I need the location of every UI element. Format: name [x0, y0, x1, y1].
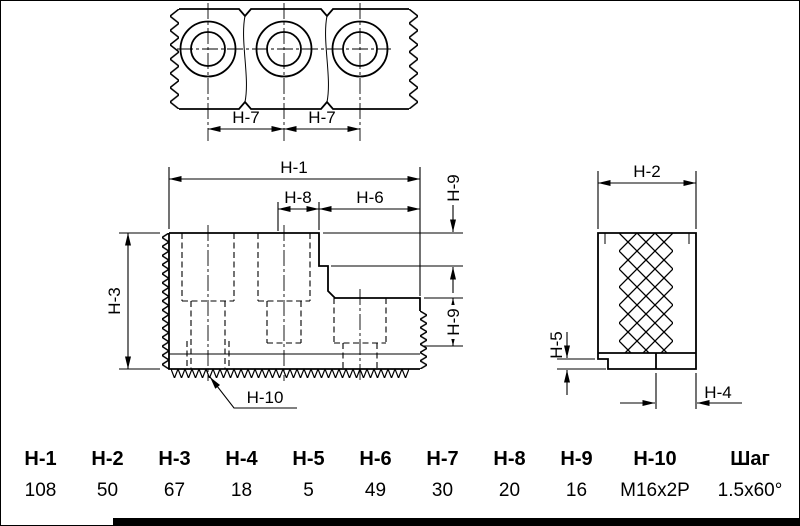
dim-value-h7: 30	[431, 480, 454, 501]
dim-col-header-h7: H-7	[426, 448, 459, 470]
dim-col-header-h6: H-6	[359, 448, 392, 470]
dim-label-h10: H-10	[247, 388, 284, 407]
serration-bottom-band	[171, 369, 409, 378]
serration-edge-left	[170, 9, 179, 109]
serration-front-edge	[162, 233, 169, 369]
dim-col-header-h9: H-9	[560, 448, 593, 470]
dim-value-h2: 50	[96, 480, 119, 501]
dim-h9-bottom: H-9	[424, 297, 463, 347]
dim-col-header-h5: H-5	[292, 448, 325, 470]
hidden-hole-2	[257, 233, 311, 344]
dim-col-header-h8: H-8	[493, 448, 526, 470]
dim-h3: H-3	[105, 232, 160, 370]
front-view	[162, 225, 427, 381]
dim-value-h9: 16	[565, 480, 588, 501]
dim-col-header-h2: H-2	[91, 448, 124, 470]
dim-value-h10: M16x2P	[620, 480, 690, 501]
dim-label-h4: H-4	[704, 383, 731, 402]
dim-value-h1: 108	[24, 480, 57, 501]
dim-label-h1: H-1	[280, 158, 307, 177]
dim-h8-h6: H-8 H-6	[277, 188, 420, 231]
dim-col-header-h3: H-3	[158, 448, 191, 470]
dim-value-h6: 49	[364, 480, 387, 501]
serration-face	[619, 233, 673, 353]
serration-step-edge	[420, 311, 427, 369]
dim-label-h9-top: H-9	[444, 174, 463, 201]
bottom-rule	[113, 518, 799, 525]
dim-h7: H-7 H-7	[208, 108, 360, 132]
dim-h9-top: H-9	[323, 174, 463, 293]
dim-label-h7b: H-7	[308, 108, 335, 127]
dim-value-h8: 20	[498, 480, 521, 501]
dim-label-h2: H-2	[633, 162, 660, 181]
hidden-hole-3	[333, 298, 387, 369]
dim-label-h5: H-5	[547, 331, 566, 358]
dim-label-h8: H-8	[284, 188, 311, 207]
dim-label-h3: H-3	[105, 287, 124, 314]
dim-value-pitch: 1.5x60°	[717, 480, 783, 501]
dim-value-h5: 5	[303, 480, 314, 501]
serration-edge-right	[409, 9, 418, 109]
dim-h4: H-4	[620, 373, 742, 409]
dim-h5: H-5	[547, 331, 606, 395]
jaw-drawing-canvas: H-7 H-7 H-1 H-8	[105, 3, 742, 409]
dim-label-h6: H-6	[356, 188, 383, 207]
top-view	[170, 3, 418, 141]
dim-col-header-pitch: Шаг	[730, 448, 770, 470]
hidden-hole-1	[181, 233, 235, 369]
dim-h2: H-2	[597, 162, 697, 229]
dim-h10: H-10	[209, 376, 297, 409]
dimension-table: H-1 H-2 H-3 H-4 H-5 H-6 H-7 H-8 H-9 H-10…	[1, 448, 799, 501]
dim-label-h9-bottom: H-9	[444, 308, 463, 335]
dim-h1: H-1	[168, 158, 421, 296]
dim-label-h7a: H-7	[232, 108, 259, 127]
dim-value-h4: 18	[230, 480, 253, 501]
dim-col-header-h1: H-1	[24, 448, 57, 470]
dim-value-h3: 67	[163, 480, 186, 501]
dim-col-header-h4: H-4	[225, 448, 258, 470]
dim-col-header-h10: H-10	[633, 448, 677, 470]
end-view	[597, 232, 697, 370]
